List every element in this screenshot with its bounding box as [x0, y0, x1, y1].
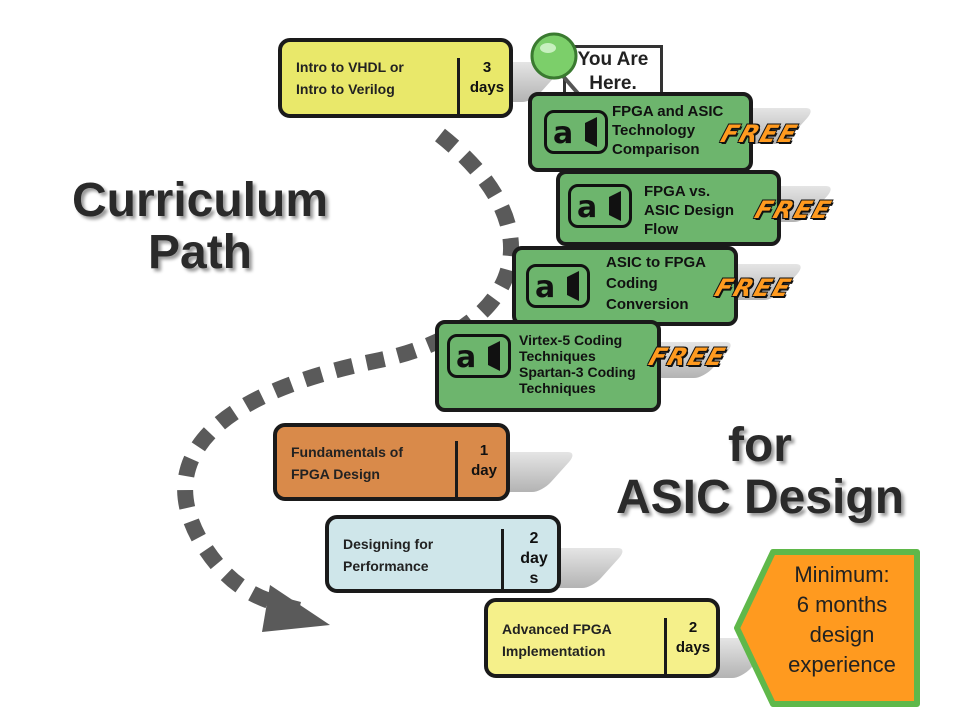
module-fpga-asic-comparison[interactable]: a FPGA and ASIC Technology Comparison [528, 92, 753, 172]
course-title: Designing for Performance [343, 536, 434, 574]
module-label: ASIC to FPGA Coding Conversion [606, 254, 706, 313]
camera-icon: a [544, 110, 608, 154]
course-fundamentals-fpga[interactable]: Fundamentals of FPGA Design 1 day [273, 423, 510, 501]
free-badge: FREE [717, 120, 803, 148]
course-advanced-fpga[interactable]: Advanced FPGA Implementation 2 days [484, 598, 720, 678]
course-duration: 3 days [457, 58, 509, 114]
free-badge: FREE [711, 274, 797, 302]
module-fpga-vs-asic-flow[interactable]: a FPGA vs. ASIC Design Flow [556, 170, 781, 246]
free-badge: FREE [751, 196, 837, 224]
svg-text:a: a [456, 340, 476, 375]
course-title: Fundamentals of FPGA Design [291, 444, 404, 482]
svg-text:a: a [553, 116, 573, 151]
svg-text:a: a [535, 270, 555, 305]
module-label: FPGA vs. ASIC Design Flow [644, 183, 735, 238]
page-subtitle: for ASIC Design [615, 419, 905, 524]
course-duration: 2 days [664, 618, 716, 674]
requirement-text: Minimum: 6 months design experience [788, 562, 896, 677]
course-intro-vhdl-verilog[interactable]: Intro to VHDL or Intro to Verilog 3 days [278, 38, 513, 118]
camera-icon: a [526, 264, 590, 308]
module-label: Virtex-5 Coding Techniques Spartan-3 Cod… [519, 332, 636, 396]
page-title: Curriculum Path [71, 174, 329, 279]
requirement-callout-shape [734, 549, 920, 707]
camera-icon: a [568, 184, 632, 228]
course-designing-performance[interactable]: Designing for Performance 2 day s [325, 515, 561, 593]
free-badge: FREE [645, 343, 731, 371]
svg-text:a: a [577, 190, 597, 225]
module-virtex-spartan-coding[interactable]: a Virtex-5 Coding Techniques Spartan-3 C… [435, 320, 661, 412]
course-duration: 2 day s [501, 529, 557, 589]
course-duration: 1 day [455, 441, 506, 497]
camera-icon: a [447, 334, 511, 378]
course-title: Intro to VHDL or Intro to Verilog [296, 59, 404, 97]
module-label: FPGA and ASIC Technology Comparison [612, 103, 724, 158]
module-asic-fpga-conversion[interactable]: a ASIC to FPGA Coding Conversion [512, 246, 738, 326]
course-title: Advanced FPGA Implementation [502, 621, 612, 659]
pushpin-icon [530, 32, 590, 107]
